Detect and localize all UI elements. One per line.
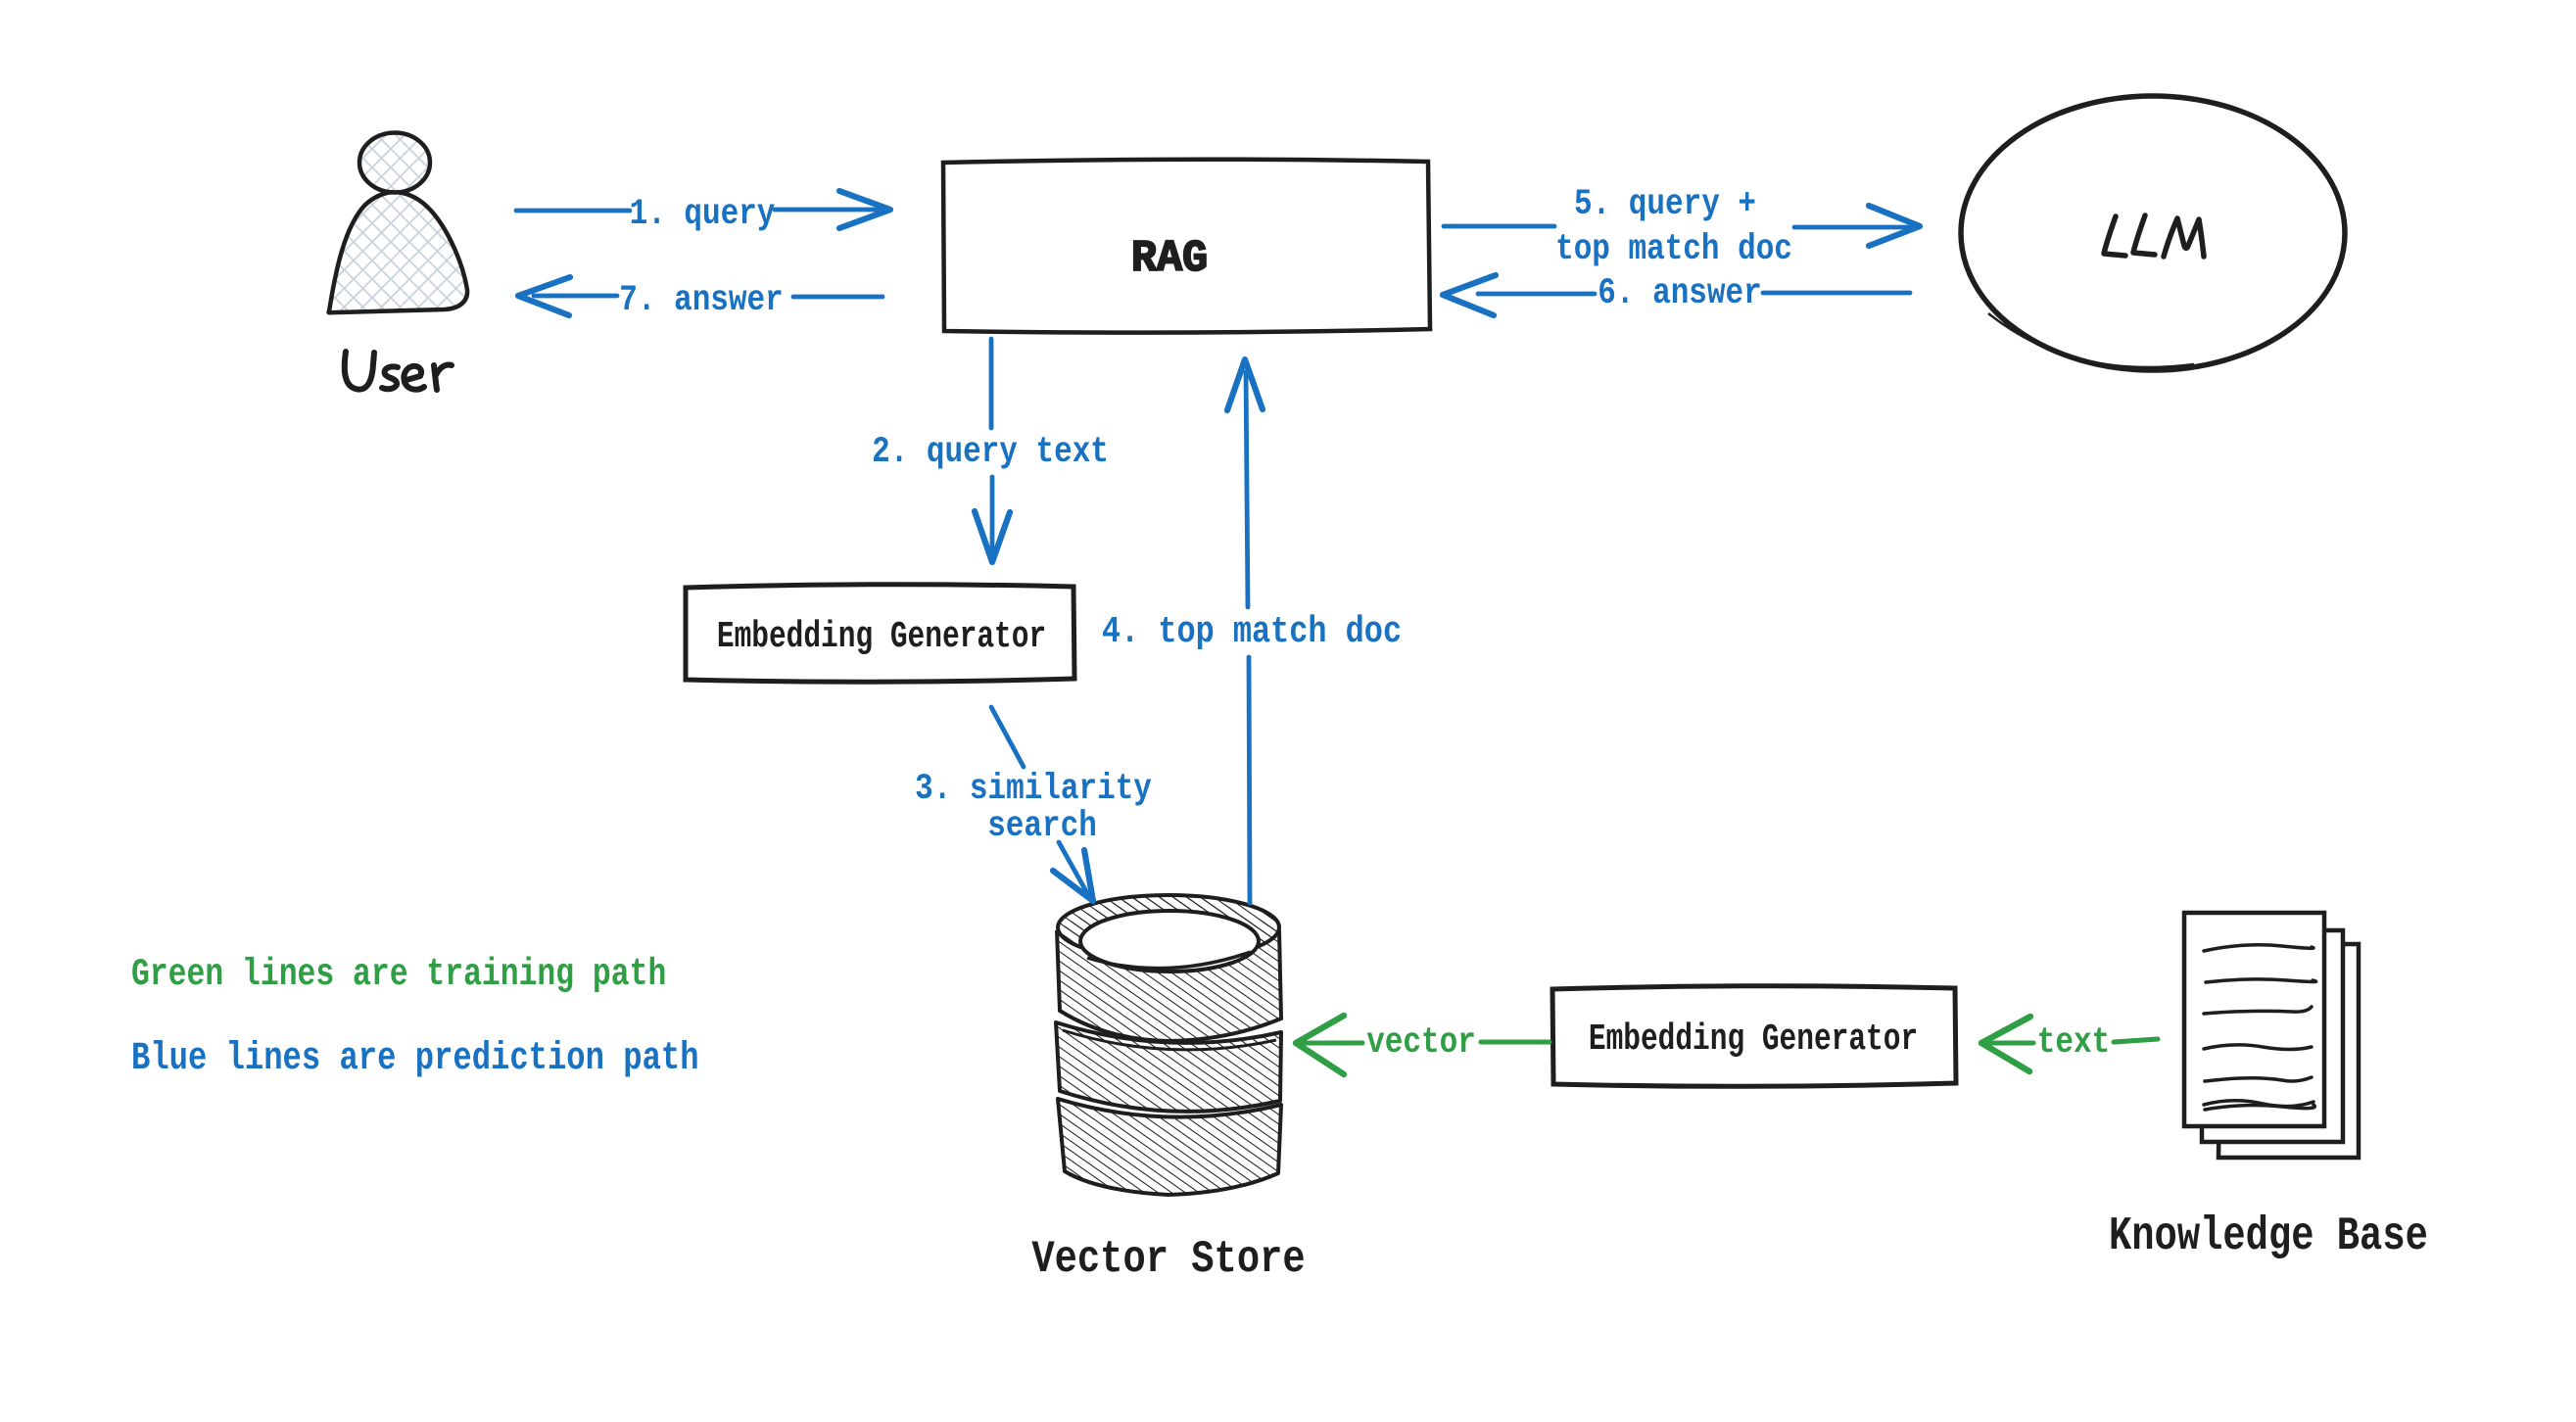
svg-text:Vector Store: Vector Store (1031, 1233, 1305, 1285)
svg-text:Knowledge Base: Knowledge Base (2109, 1209, 2428, 1263)
svg-text:7. answer: 7. answer (619, 280, 783, 321)
svg-text:Green lines are training path: Green lines are training path (131, 952, 666, 996)
svg-text:3. similarity: 3. similarity (915, 769, 1152, 810)
svg-text:Embedding Generator: Embedding Generator (717, 617, 1046, 659)
svg-text:text: text (2037, 1022, 2110, 1064)
svg-text:Blue lines are prediction path: Blue lines are prediction path (131, 1036, 699, 1080)
svg-text:6. answer: 6. answer (1598, 273, 1761, 314)
svg-text:1. query: 1. query (630, 194, 776, 235)
svg-text:2. query text: 2. query text (872, 432, 1109, 473)
svg-text:top match doc: top match doc (1555, 229, 1792, 270)
svg-text:Embedding Generator: Embedding Generator (1589, 1019, 1918, 1062)
svg-text:RAG: RAG (1131, 234, 1208, 284)
svg-text:search: search (987, 806, 1097, 847)
svg-text:4. top match doc: 4. top match doc (1102, 610, 1402, 652)
svg-text:vector: vector (1366, 1022, 1476, 1064)
svg-text:5. query +: 5. query + (1574, 184, 1756, 225)
